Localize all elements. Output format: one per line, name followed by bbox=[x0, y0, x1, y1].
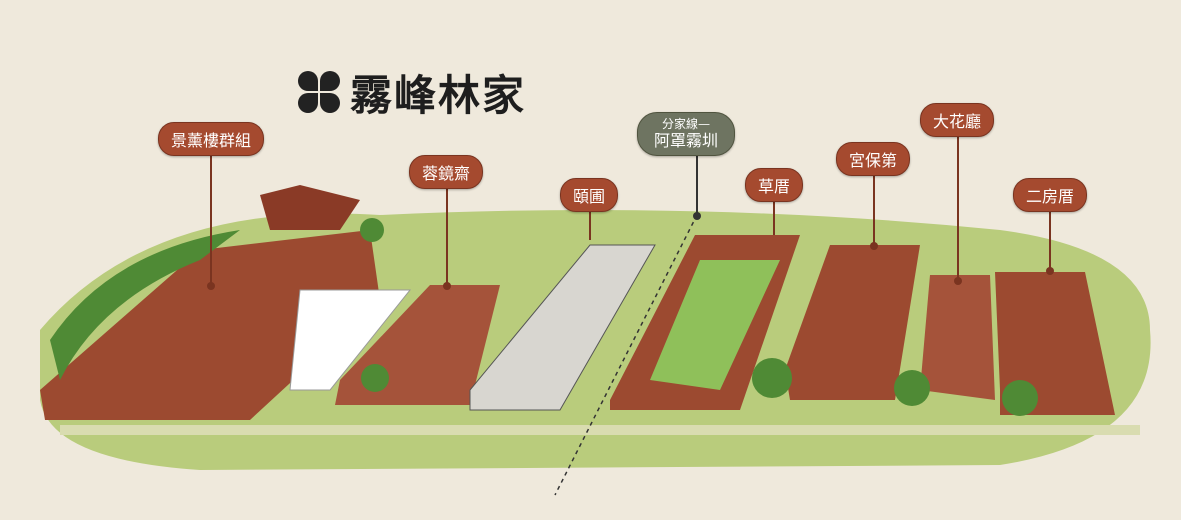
logo-mark-icon bbox=[298, 70, 342, 115]
split-line-caption: 分家線— bbox=[661, 117, 711, 131]
erfangcuo-buildings bbox=[995, 272, 1115, 415]
trees bbox=[360, 218, 1038, 416]
label-jingxunlou[interactable]: 景薰樓群組 bbox=[157, 122, 265, 156]
label-dahuating[interactable]: 大花廳 bbox=[919, 103, 995, 137]
yipu-buildings bbox=[469, 244, 656, 411]
label-gongbaodi[interactable]: 宮保第 bbox=[835, 142, 911, 176]
label-split-line[interactable]: 分家線— 阿罩霧圳 bbox=[636, 112, 736, 157]
logo-title: 霧峰林家 bbox=[350, 71, 527, 120]
dahuating-buildings bbox=[920, 275, 995, 400]
label-rongjingzhai[interactable]: 蓉鏡齋 bbox=[408, 155, 484, 189]
label-caocuo[interactable]: 草厝 bbox=[744, 168, 804, 202]
gongbaodi-buildings bbox=[785, 245, 920, 400]
logo: 霧峰林家 bbox=[298, 62, 526, 123]
split-line-name: 阿罩霧圳 bbox=[653, 130, 719, 150]
label-yipu[interactable]: 頤圃 bbox=[559, 178, 619, 212]
jingxunlou-buildings bbox=[40, 185, 412, 420]
caocuo-garden bbox=[650, 260, 780, 390]
label-erfangcuo[interactable]: 二房厝 bbox=[1012, 178, 1088, 212]
